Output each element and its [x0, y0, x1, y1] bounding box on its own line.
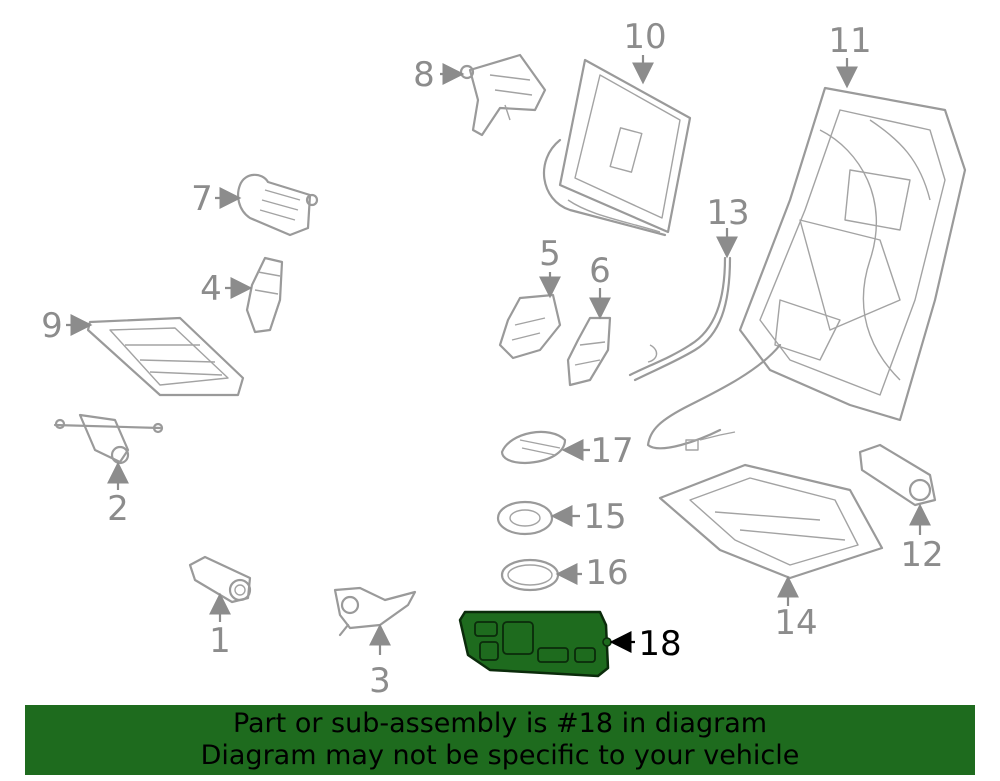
callout-14: 14: [774, 603, 817, 643]
callout-3: 3: [369, 661, 391, 700]
part-15-ring: [496, 500, 554, 536]
callout-4: 4: [200, 269, 222, 309]
info-banner: Part or sub-assembly is #18 in diagram D…: [25, 705, 975, 775]
part-1-motor: [188, 555, 252, 604]
callout-16: 16: [585, 553, 628, 593]
callout-5: 5: [539, 234, 561, 274]
part-12-motor: [858, 443, 937, 507]
callout-1: 1: [209, 621, 231, 661]
callout-7: 7: [191, 179, 213, 219]
callout-8: 8: [413, 55, 435, 95]
callout-15: 15: [583, 497, 626, 537]
part-14-cushion-pan: [658, 463, 884, 580]
part-13-wire-harness: [628, 256, 732, 382]
callout-6: 6: [589, 251, 611, 291]
callout-13: 13: [706, 193, 749, 233]
part-8-bracket: [459, 53, 547, 137]
callout-17: 17: [590, 431, 633, 471]
callout-18: 18: [638, 624, 681, 664]
part-17-cover: [500, 430, 567, 465]
callout-10: 10: [623, 17, 666, 57]
leader-lines: [66, 55, 931, 655]
part-16-ring: [500, 558, 560, 592]
callout-labels: 10 11 8 7 13 5 6 4 9 17 2 15 12 16 14 1 …: [41, 17, 943, 700]
part-3-bracket: [333, 586, 417, 637]
part-11-seat-back-frame: [738, 86, 967, 422]
part-5-switch-bracket: [498, 293, 562, 360]
part-4-actuator: [245, 256, 284, 334]
callout-2: 2: [107, 489, 129, 529]
callout-11: 11: [828, 21, 871, 61]
banner-line-1: Part or sub-assembly is #18 in diagram: [232, 708, 768, 739]
callout-9: 9: [41, 306, 63, 346]
part-18-seat-switch: [458, 610, 612, 678]
part-2-motor-shaft: [53, 413, 164, 465]
parts-diagram: 10 11 8 7 13 5 6 4 9 17 2 15 12 16 14 1 …: [41, 17, 967, 700]
part-7-gear-motor: [237, 173, 319, 237]
seat-harness-cable: [646, 343, 782, 451]
part-10-seat-back-panel: [542, 58, 692, 237]
part-9-seat-mat: [86, 316, 245, 397]
part-6-switch-bracket: [566, 316, 612, 387]
callout-12: 12: [900, 535, 943, 575]
banner-line-2: Diagram may not be specific to your vehi…: [200, 740, 800, 771]
